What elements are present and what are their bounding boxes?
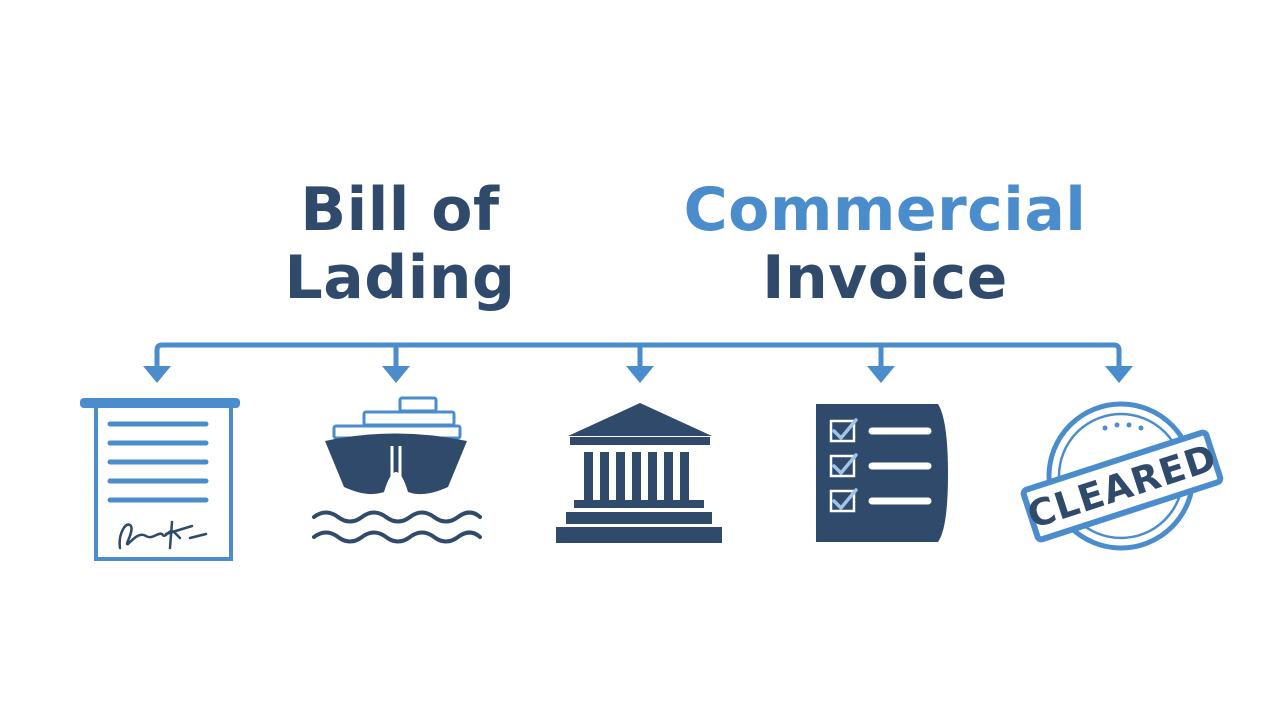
- arrowheads: [143, 366, 1133, 383]
- checklist-icon: [816, 404, 948, 542]
- arrowhead-2: [382, 366, 410, 383]
- commercial-invoice-heading: Commercial Invoice: [660, 176, 1110, 312]
- arrowhead-1: [143, 366, 171, 383]
- commercial-invoice-line-1: Commercial: [683, 175, 1087, 245]
- bill-of-lading-line-2: Lading: [284, 243, 516, 313]
- signed-document-icon: [80, 398, 240, 561]
- bill-of-lading-heading: Bill of Lading: [250, 176, 550, 312]
- cleared-stamp-icon: CLEARED: [1020, 401, 1224, 551]
- arrowhead-4: [867, 366, 895, 383]
- customs-building-icon: [556, 403, 722, 543]
- arrowhead-5: [1105, 366, 1133, 383]
- commercial-invoice-line-2: Invoice: [762, 243, 1008, 313]
- cargo-ship-icon: [312, 396, 482, 544]
- arrowhead-3: [626, 366, 654, 383]
- bill-of-lading-line-1: Bill of: [300, 175, 500, 245]
- flow-connector: [154, 342, 1122, 371]
